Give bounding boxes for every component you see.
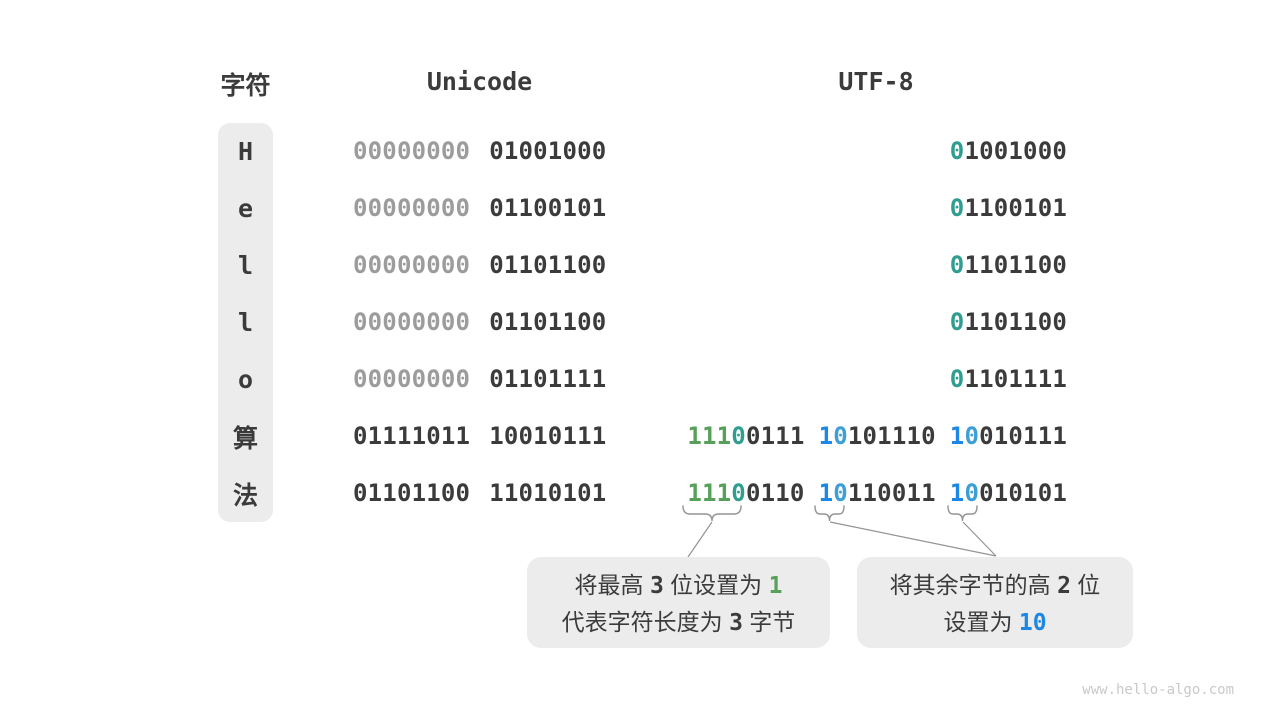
utf8-terminator-zero: 0	[731, 422, 746, 450]
unicode-value-row-6: 01111011 10010111	[353, 419, 606, 453]
note-bit-value: 10	[1018, 610, 1047, 636]
utf8-leading-ones: 111	[687, 422, 732, 450]
note-number: 2	[1057, 573, 1071, 599]
connector-line-byte3-to-box2	[962, 521, 997, 557]
utf8-continuation-zero: 0	[964, 422, 980, 450]
utf8-prefix-bit: 0	[949, 251, 965, 279]
note-text: 设置为	[943, 609, 1019, 635]
note-continuation-byte-rule: 将其余字节的高 2 位 设置为 10	[857, 557, 1133, 648]
utf8-continuation-one: 1	[818, 422, 834, 450]
character-l2: l	[237, 308, 254, 337]
utf8-byte-2: 10101110	[819, 419, 936, 453]
utf8-leading-ones: 111	[687, 479, 732, 507]
character-e: e	[237, 194, 254, 223]
column-header-unicode: Unicode	[426, 67, 533, 96]
unicode-low-byte: 01101100	[489, 308, 607, 336]
utf8-continuation-zero: 0	[833, 422, 848, 450]
utf8-payload-bits: 1001000	[964, 137, 1067, 165]
character-suan: 算	[232, 424, 258, 453]
utf8-value-row-2: 01100101	[950, 191, 1067, 225]
utf8-payload-bits: 101110	[847, 422, 936, 450]
unicode-value-row-2: 00000000 01100101	[353, 191, 606, 225]
utf8-payload-bits: 1100101	[964, 194, 1067, 222]
utf8-payload-bits: 1101100	[964, 308, 1067, 336]
note-line: 设置为 10	[857, 604, 1133, 641]
unicode-low-byte: 11010101	[489, 479, 607, 507]
utf8-payload-bits: 1101100	[964, 251, 1067, 279]
unicode-low-byte: 01101100	[489, 251, 607, 279]
utf8-continuation-one: 1	[949, 479, 965, 507]
utf8-payload-bits: 0111	[745, 422, 805, 450]
unicode-low-byte: 01001000	[489, 137, 607, 165]
note-bit-value: 1	[768, 573, 783, 599]
column-header-utf8: UTF-8	[838, 67, 914, 96]
note-text: 位	[1070, 572, 1101, 598]
unicode-high-byte: 00000000	[353, 308, 471, 336]
note-leading-byte-rule: 将最高 3 位设置为 1 代表字符长度为 3 字节	[527, 557, 830, 648]
utf8-byte-3: 10010101	[950, 476, 1067, 510]
utf8-prefix-bit: 0	[949, 137, 965, 165]
note-number: 3	[729, 610, 743, 636]
utf8-prefix-bit: 0	[949, 194, 965, 222]
utf8-payload-bits: 0110	[745, 479, 805, 507]
character-column-panel: H e l l o 算 法	[218, 123, 273, 522]
note-line: 代表字符长度为 3 字节	[527, 604, 830, 641]
utf8-prefix-bit: 0	[949, 308, 965, 336]
unicode-low-byte: 01100101	[489, 194, 607, 222]
unicode-low-byte: 10010111	[489, 422, 607, 450]
utf8-byte-1: 11100110	[687, 476, 804, 510]
utf8-continuation-one: 1	[949, 422, 965, 450]
utf8-continuation-one: 1	[818, 479, 834, 507]
utf8-byte-2: 10110011	[819, 476, 936, 510]
utf8-byte-1: 11100111	[687, 419, 804, 453]
unicode-high-byte: 01101100	[353, 479, 471, 507]
note-line: 将最高 3 位设置为 1	[527, 567, 830, 604]
note-text: 代表字符长度为	[561, 609, 730, 635]
utf8-payload-bits: 010101	[979, 479, 1067, 507]
note-text: 位设置为	[663, 572, 769, 598]
note-text: 字节	[742, 609, 796, 635]
unicode-value-row-7: 01101100 11010101	[353, 476, 606, 510]
note-line: 将其余字节的高 2 位	[857, 567, 1133, 604]
unicode-value-row-3: 00000000 01101100	[353, 248, 606, 282]
utf8-prefix-bit: 0	[949, 365, 965, 393]
unicode-high-byte: 00000000	[353, 251, 471, 279]
utf8-payload-bits: 1101111	[964, 365, 1067, 393]
unicode-value-row-1: 00000000 01001000	[353, 134, 606, 168]
character-o: o	[237, 365, 254, 394]
utf8-payload-bits: 010111	[979, 422, 1067, 450]
utf8-payload-bits: 110011	[847, 479, 936, 507]
unicode-value-row-5: 00000000 01101111	[353, 362, 606, 396]
unicode-high-byte: 00000000	[353, 365, 471, 393]
column-header-character: 字符	[220, 72, 271, 100]
connector-line-byte2-to-box2	[829, 521, 997, 557]
note-text: 将最高	[574, 572, 650, 598]
utf8-terminator-zero: 0	[731, 479, 746, 507]
unicode-value-row-4: 00000000 01101100	[353, 305, 606, 339]
note-number: 3	[649, 573, 664, 599]
utf8-value-row-1: 01001000	[950, 134, 1067, 168]
character-H: H	[237, 137, 254, 166]
unicode-high-byte: 00000000	[353, 137, 471, 165]
character-l1: l	[237, 251, 254, 280]
unicode-low-byte: 01101111	[489, 365, 607, 393]
unicode-high-byte: 01111011	[353, 422, 471, 450]
utf8-byte-3: 10010111	[950, 419, 1067, 453]
watermark-hello-algo: www.hello-algo.com	[1082, 682, 1234, 698]
unicode-high-byte: 00000000	[353, 194, 471, 222]
character-fa: 法	[232, 481, 258, 510]
utf8-value-row-3: 01101100	[950, 248, 1067, 282]
utf8-continuation-zero: 0	[964, 479, 980, 507]
utf8-value-row-4: 01101100	[950, 305, 1067, 339]
connector-line-to-box1	[687, 521, 713, 558]
utf8-continuation-zero: 0	[833, 479, 848, 507]
note-text: 将其余字节的高	[889, 572, 1058, 598]
utf8-value-row-5: 01101111	[950, 362, 1067, 396]
